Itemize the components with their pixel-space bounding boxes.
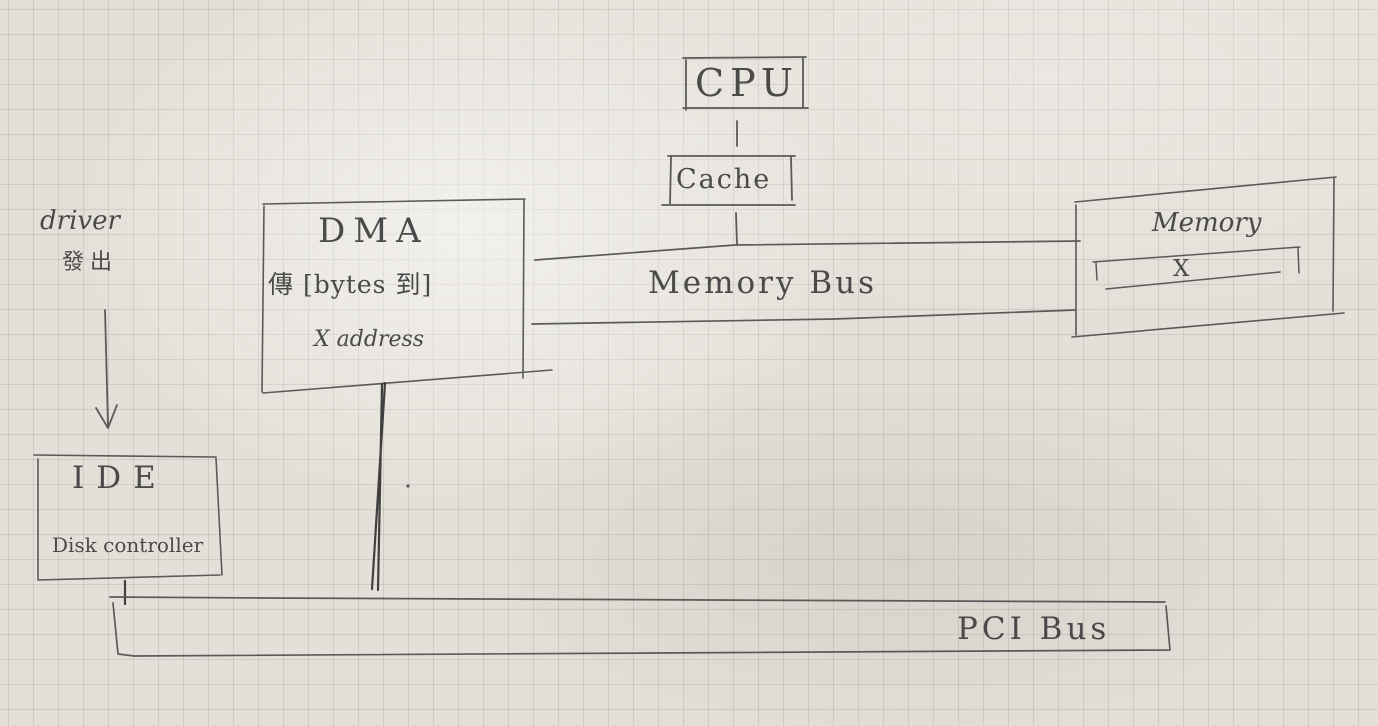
ide-box: [33, 454, 223, 581]
driver-arrow: [95, 309, 118, 429]
cache-bus-connector: [735, 212, 738, 246]
memory-title: Memory: [1152, 208, 1262, 238]
driver-issue-label: 發出: [62, 250, 119, 275]
cache-box: [661, 155, 796, 206]
driver-label: driver: [40, 206, 120, 236]
pci-bus-lines: [109, 596, 1171, 657]
cpu-box: [682, 56, 809, 111]
cpu-label: CPU: [695, 61, 800, 105]
pci-bus-label: PCI Bus: [957, 611, 1111, 647]
ide-title: IDE: [72, 460, 168, 496]
memory-x-slot: [1092, 246, 1301, 290]
dma-address-note: X address: [314, 327, 425, 352]
disk-controller-label: Disk controller: [52, 533, 204, 557]
memory-bus-label: Memory Bus: [648, 265, 877, 301]
dma-box: [261, 198, 553, 394]
dma-transfer-note: 傳 [bytes 到]: [268, 270, 433, 299]
dma-title: DMA: [318, 211, 429, 251]
cache-label: Cache: [676, 164, 772, 195]
memory-bus-lines: [531, 240, 1081, 325]
pencil-dot: [406, 484, 410, 488]
memory-box: [1071, 176, 1345, 338]
memory-cell-label: X: [1173, 256, 1190, 282]
dma-pci-link: [370, 381, 387, 592]
